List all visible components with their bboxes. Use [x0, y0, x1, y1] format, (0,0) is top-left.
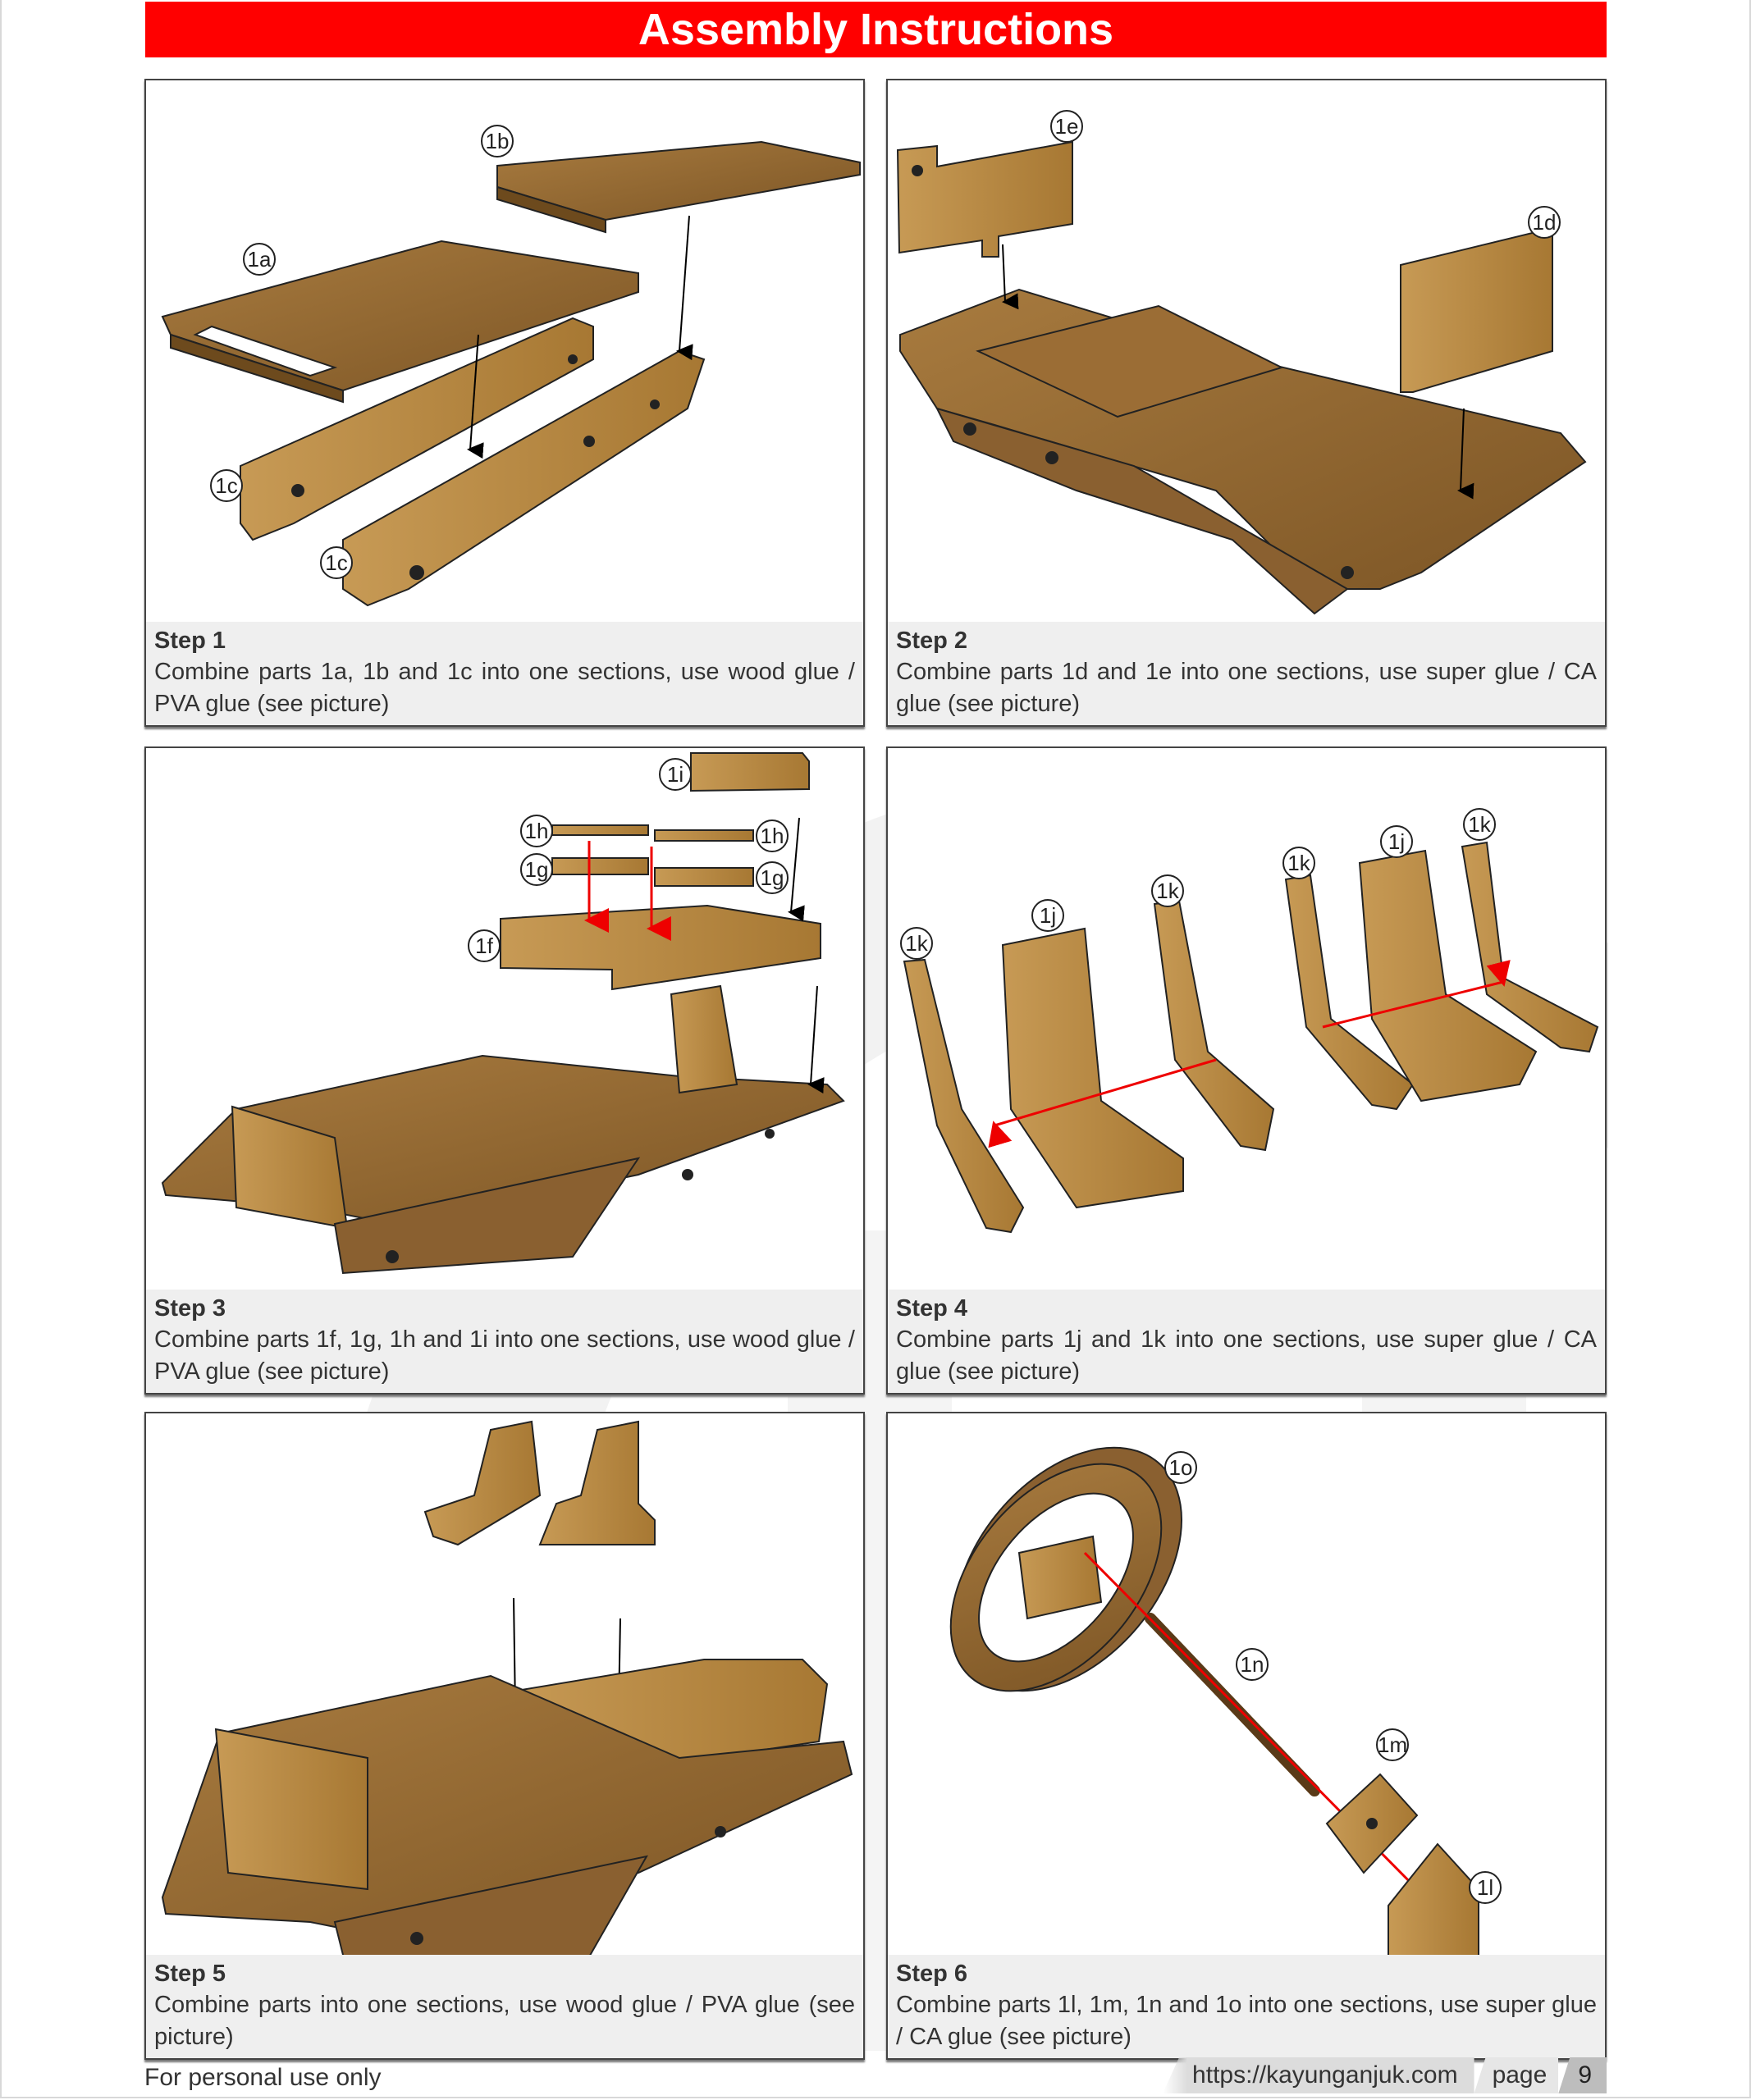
- footer-note: For personal use only: [144, 2064, 382, 2091]
- part-label: 1k: [900, 927, 933, 960]
- part-label: 1e: [1050, 110, 1083, 143]
- step-5-panel: Step 5 Combine parts into one sections, …: [144, 1412, 865, 2060]
- step-4-illustration: [903, 841, 1599, 1234]
- step-1-panel: 1b 1a 1c 1c Step 1 Combine parts 1a, 1b …: [144, 79, 865, 727]
- step-3-illustration: [161, 752, 845, 1275]
- step-3-caption: Step 3 Combine parts 1f, 1g, 1h and 1i i…: [146, 1290, 863, 1393]
- step-2-illustration: [896, 140, 1587, 615]
- page-header: Assembly Instructions: [145, 2, 1607, 57]
- step-5-caption: Step 5 Combine parts into one sections, …: [146, 1955, 863, 2058]
- step-6-panel: 1o 1n 1m 1l Step 6 Combine parts 1l, 1m,…: [886, 1412, 1607, 2060]
- part-label: 1h: [756, 819, 789, 852]
- part-label: 1k: [1463, 808, 1496, 841]
- part-label: 1o: [1164, 1451, 1197, 1484]
- part-label: 1c: [210, 469, 243, 502]
- step-6-caption: Step 6 Combine parts 1l, 1m, 1n and 1o i…: [888, 1955, 1605, 2058]
- step-title: Step 4: [896, 1295, 968, 1322]
- step-description: Combine parts 1f, 1g, 1h and 1i into one…: [154, 1326, 855, 1385]
- step-1-illustration: [161, 140, 861, 607]
- part-label: 1k: [1282, 847, 1315, 879]
- step-title: Step 5: [154, 1961, 226, 1987]
- step-title: Step 1: [154, 628, 226, 654]
- footer-pagination: https://kayunganjuk.com page 9: [1163, 2057, 1607, 2093]
- step-4-caption: Step 4 Combine parts 1j and 1k into one …: [888, 1290, 1605, 1393]
- part-label: 1l: [1469, 1871, 1502, 1904]
- page-title: Assembly Instructions: [638, 5, 1114, 54]
- part-label: 1d: [1528, 206, 1561, 239]
- part-label: 1j: [1031, 899, 1064, 932]
- footer-url-link[interactable]: https://kayunganjuk.com: [1163, 2057, 1474, 2093]
- part-label: 1n: [1236, 1648, 1269, 1681]
- part-label: 1c: [320, 546, 353, 579]
- step-description: Combine parts 1l, 1m, 1n and 1o into one…: [896, 1992, 1597, 2050]
- step-title: Step 3: [154, 1295, 226, 1322]
- part-label: 1g: [756, 861, 789, 894]
- step-6-illustration: [949, 1446, 1479, 1955]
- step-title: Step 2: [896, 628, 968, 654]
- part-label: 1b: [481, 125, 514, 158]
- part-label: 1k: [1151, 874, 1184, 907]
- step-4-panel: 1k 1j 1k 1k 1j 1k Step 4 Combine parts 1…: [886, 746, 1607, 1395]
- part-label: 1f: [468, 929, 501, 962]
- part-label: 1i: [659, 758, 692, 791]
- step-2-panel: 1e 1d Step 2 Combine parts 1d and 1e int…: [886, 79, 1607, 727]
- step-title: Step 6: [896, 1961, 968, 1987]
- page-number: 9: [1558, 2057, 1607, 2093]
- step-description: Combine parts 1a, 1b and 1c into one sec…: [154, 659, 855, 717]
- step-3-panel: 1i 1h 1h 1g 1g 1f Step 3 Combine parts 1…: [144, 746, 865, 1395]
- step-2-caption: Step 2 Combine parts 1d and 1e into one …: [888, 622, 1605, 725]
- step-description: Combine parts 1j and 1k into one section…: [896, 1326, 1597, 1385]
- step-5-illustration: [161, 1420, 853, 1955]
- part-label: 1g: [520, 853, 553, 886]
- step-description: Combine parts into one sections, use woo…: [154, 1992, 855, 2050]
- step-description: Combine parts 1d and 1e into one section…: [896, 659, 1597, 717]
- part-label: 1m: [1376, 1728, 1409, 1761]
- part-label: 1j: [1380, 825, 1413, 858]
- step-1-caption: Step 1 Combine parts 1a, 1b and 1c into …: [146, 622, 863, 725]
- part-label: 1a: [243, 243, 276, 276]
- page-label: page: [1474, 2057, 1559, 2093]
- part-label: 1h: [520, 815, 553, 847]
